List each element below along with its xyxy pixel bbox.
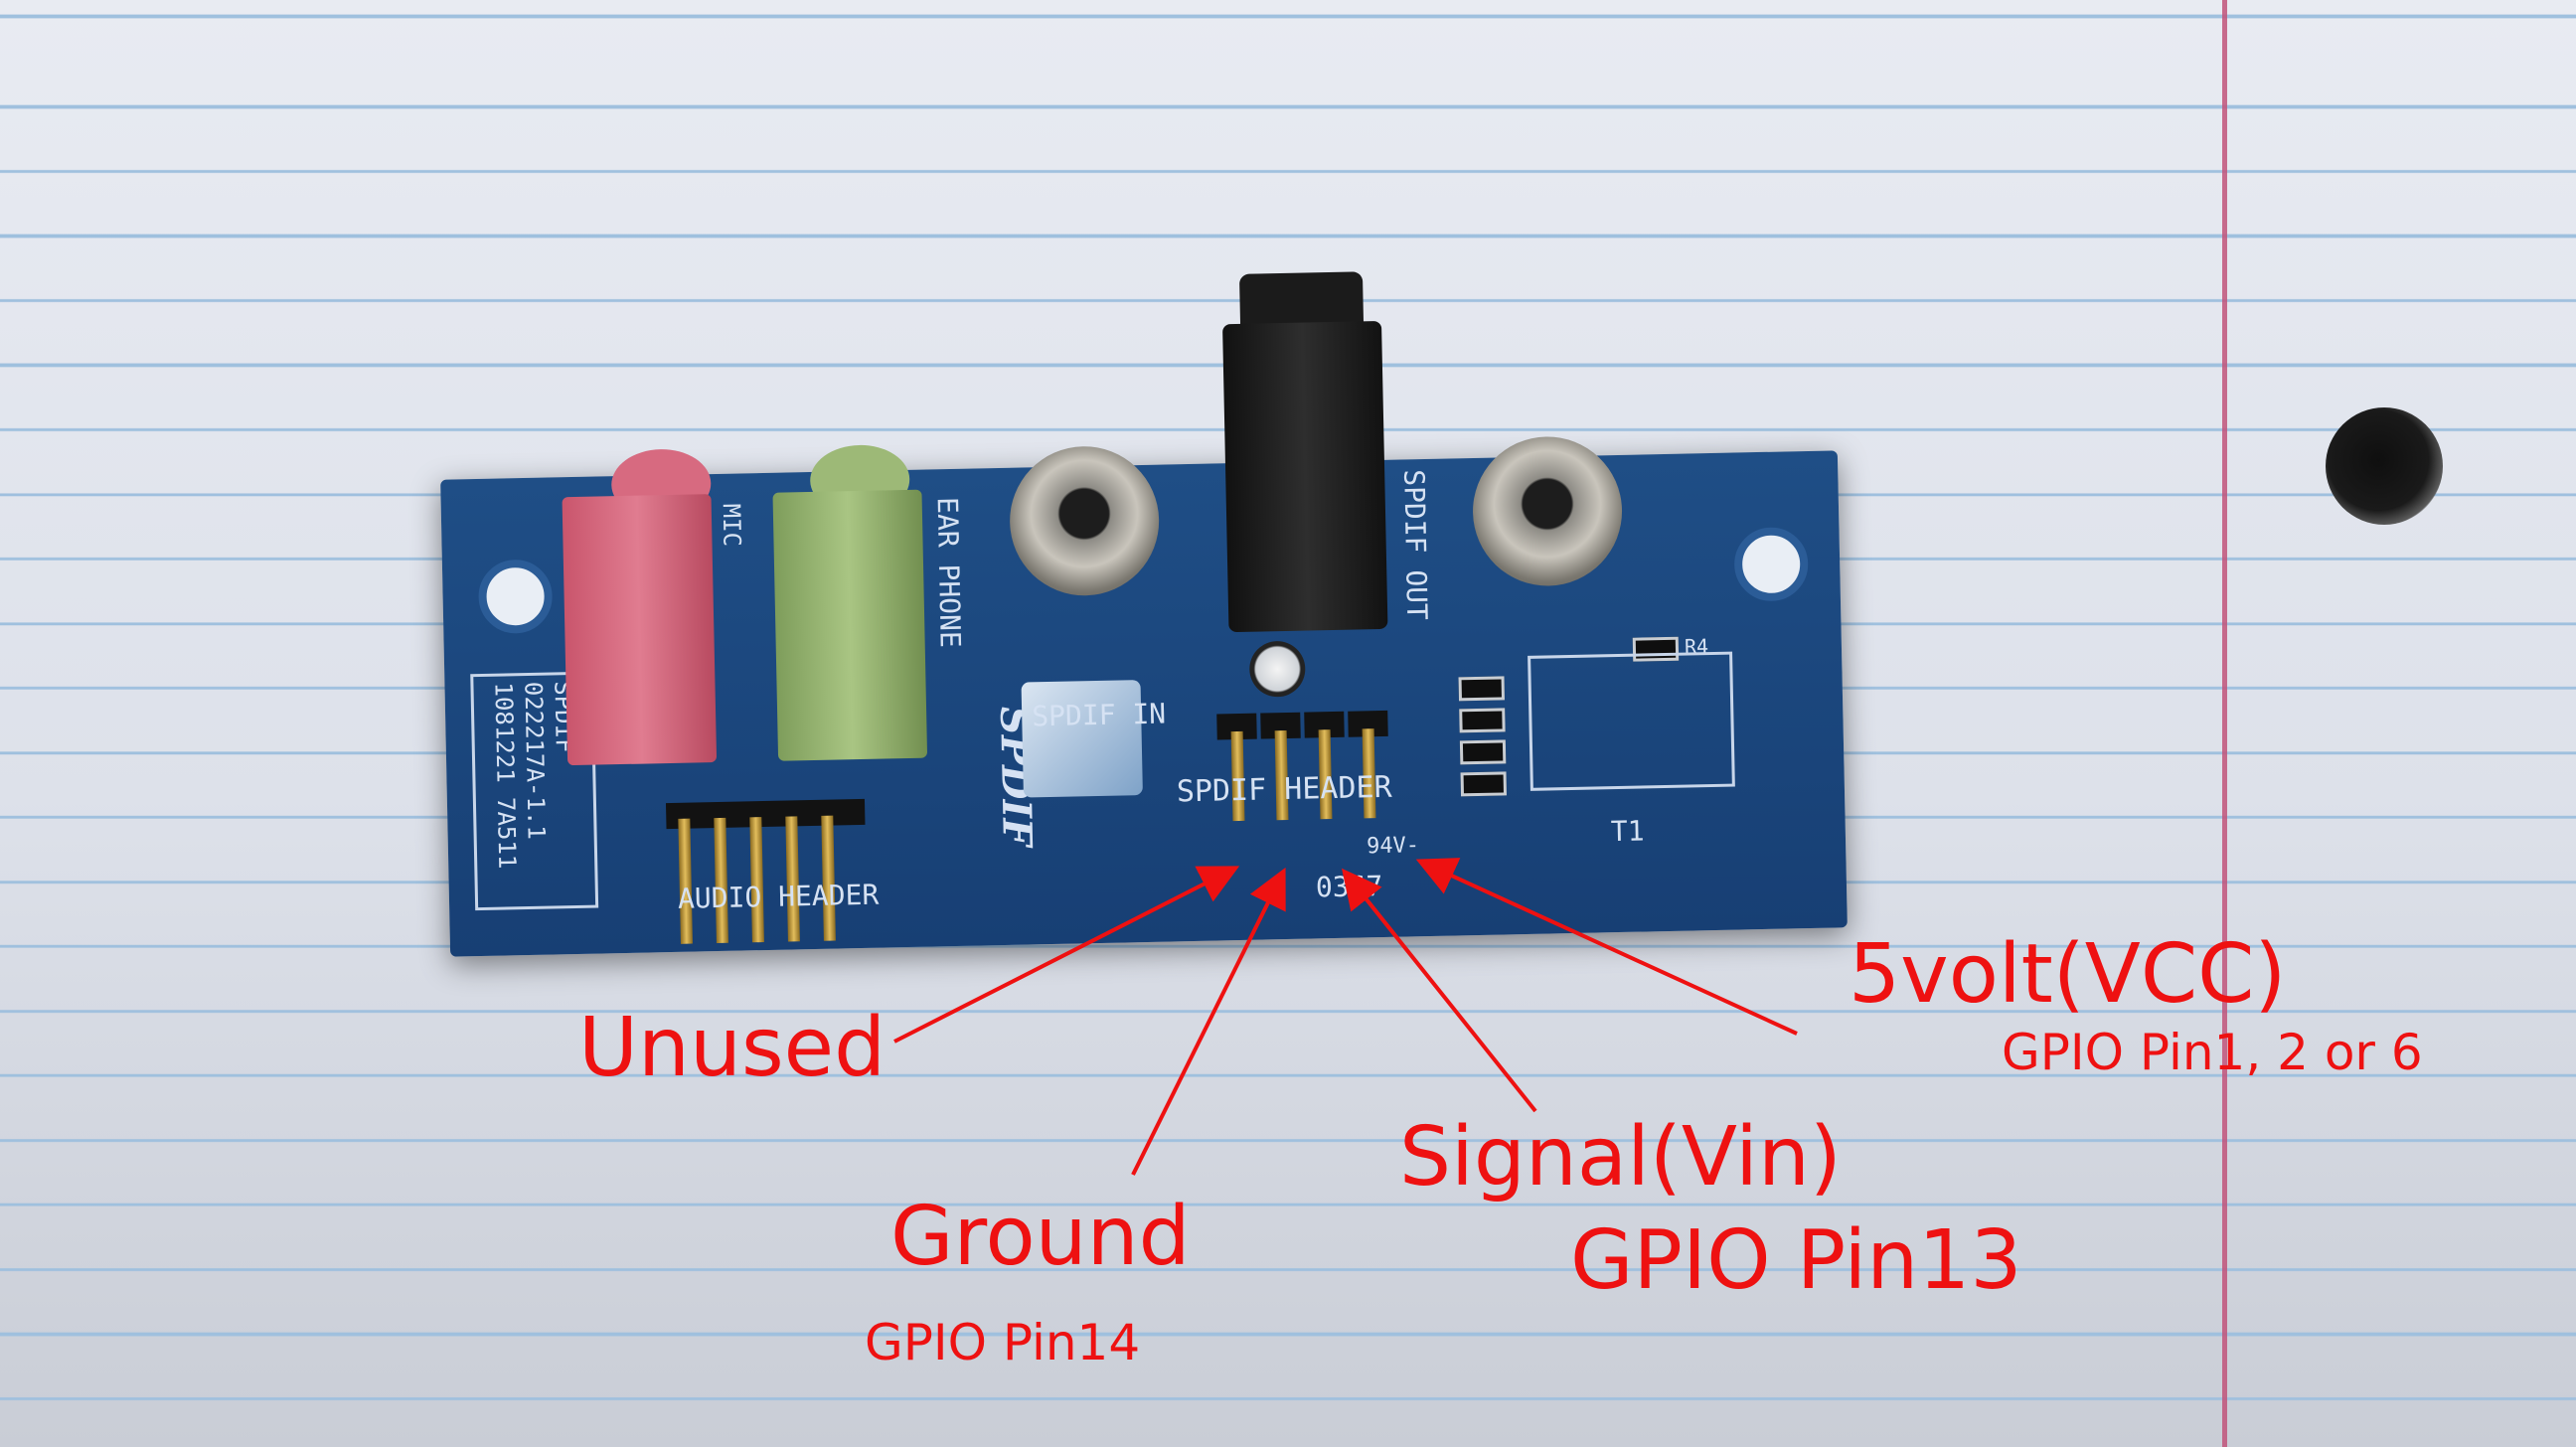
notebook-punch-hole — [2326, 407, 2443, 525]
label-ground: Ground — [890, 1190, 1191, 1284]
label-signal-pin: GPIO Pin13 — [1570, 1213, 2022, 1308]
label-vcc-pin: GPIO Pin1, 2 or 6 — [2002, 1024, 2423, 1081]
label-vcc: 5volt(VCC) — [1849, 927, 2287, 1022]
arrow-ground — [1131, 867, 1286, 1176]
arrow-unused — [893, 866, 1240, 1044]
label-unused: Unused — [578, 1001, 886, 1095]
notebook-margin-line — [2222, 0, 2227, 1447]
arrow-vcc — [1415, 858, 1798, 1036]
label-ground-pin: GPIO Pin14 — [865, 1314, 1141, 1371]
label-signal: Signal(Vin) — [1399, 1110, 1842, 1205]
arrow-signal — [1342, 868, 1537, 1113]
